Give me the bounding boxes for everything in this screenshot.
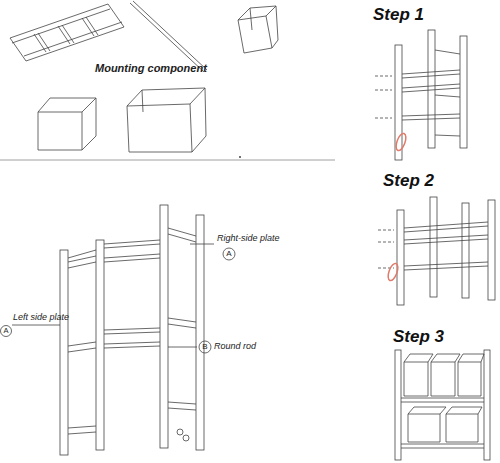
leader-line <box>12 325 60 326</box>
small-box <box>238 6 278 53</box>
callout-letter: A <box>3 327 8 335</box>
callout-circle <box>1 326 12 337</box>
callout-circle <box>223 248 235 260</box>
step1-figure <box>375 30 467 160</box>
callout-letter: B <box>202 343 207 351</box>
medium-box <box>38 98 96 150</box>
callout-circle <box>199 341 211 353</box>
step-heading: Step 1 <box>373 6 424 23</box>
step-heading: Step 2 <box>383 172 434 189</box>
part-name: Right-side plate <box>217 234 280 243</box>
leader-line <box>190 244 214 245</box>
round-rod-part <box>130 1 207 72</box>
callout-letter: A <box>226 250 231 258</box>
part-heading: Mounting component <box>95 63 207 74</box>
step2-figure <box>378 197 495 305</box>
part-name: Round rod <box>214 342 256 351</box>
side-plate-part <box>10 4 124 61</box>
divider-line <box>0 160 335 161</box>
part-name: Left side plate <box>13 313 69 322</box>
large-box <box>127 88 206 152</box>
step3-figure <box>395 350 490 460</box>
leader-line <box>168 347 197 348</box>
step-heading: Step 3 <box>393 328 444 345</box>
shelf-frame <box>60 205 204 455</box>
